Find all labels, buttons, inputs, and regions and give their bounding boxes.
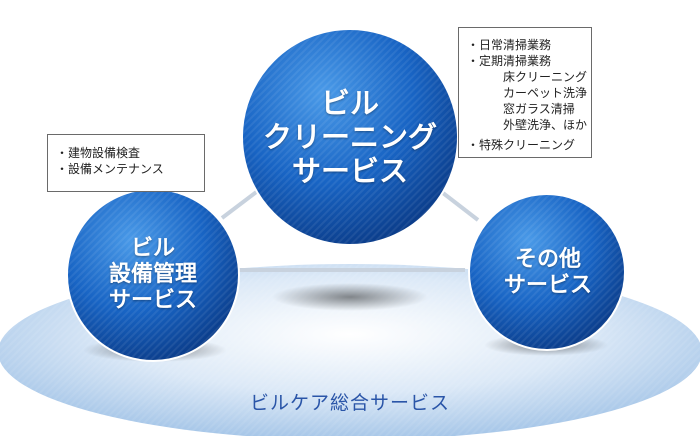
- circles: [66, 28, 626, 362]
- right-circle: [468, 193, 626, 351]
- note-item: 建物設備検査: [56, 145, 196, 161]
- main-circle-shadow: [272, 283, 428, 311]
- left-circle-label: ビル 設備管理 サービス: [68, 205, 238, 345]
- note-subitem: カーペット洗浄: [503, 86, 588, 100]
- note-item: 設備メンテナンス: [56, 161, 196, 177]
- right-note-box: 日常清掃業務 定期清掃業務 床クリーニング カーペット洗浄 窓ガラス清掃 外壁洗…: [458, 27, 592, 158]
- main-circle-line: クリーニング: [262, 119, 437, 154]
- note-subitem: 床クリーニング: [503, 70, 588, 84]
- base-label: ビルケア総合サービス: [249, 392, 450, 414]
- left-circle-line: サービス: [108, 287, 197, 313]
- left-circle-line: ビル: [130, 236, 175, 262]
- main-circle-line: サービス: [291, 154, 408, 189]
- note-subitem: 窓ガラス清掃: [503, 102, 575, 116]
- connector-main-right: [441, 191, 480, 222]
- left-circle-line: 設備管理: [108, 262, 197, 288]
- right-circle-label: その他 サービス: [458, 213, 638, 333]
- note-item: 定期清掃業務: [467, 53, 583, 69]
- main-circle-label: ビル クリーニング サービス: [238, 62, 462, 212]
- note-subitem: 外壁洗浄、ほか: [503, 118, 588, 132]
- note-item: 日常清掃業務: [467, 37, 583, 53]
- right-circle-line: その他: [514, 247, 581, 273]
- main-circle-line: ビル: [320, 85, 379, 120]
- right-circle-line: サービス: [503, 273, 592, 298]
- left-note-box: 建物設備検査 設備メンテナンス: [47, 134, 205, 192]
- left-circle: [66, 188, 240, 362]
- main-circle: [241, 28, 459, 246]
- note-item: 特殊クリーニング: [467, 137, 583, 153]
